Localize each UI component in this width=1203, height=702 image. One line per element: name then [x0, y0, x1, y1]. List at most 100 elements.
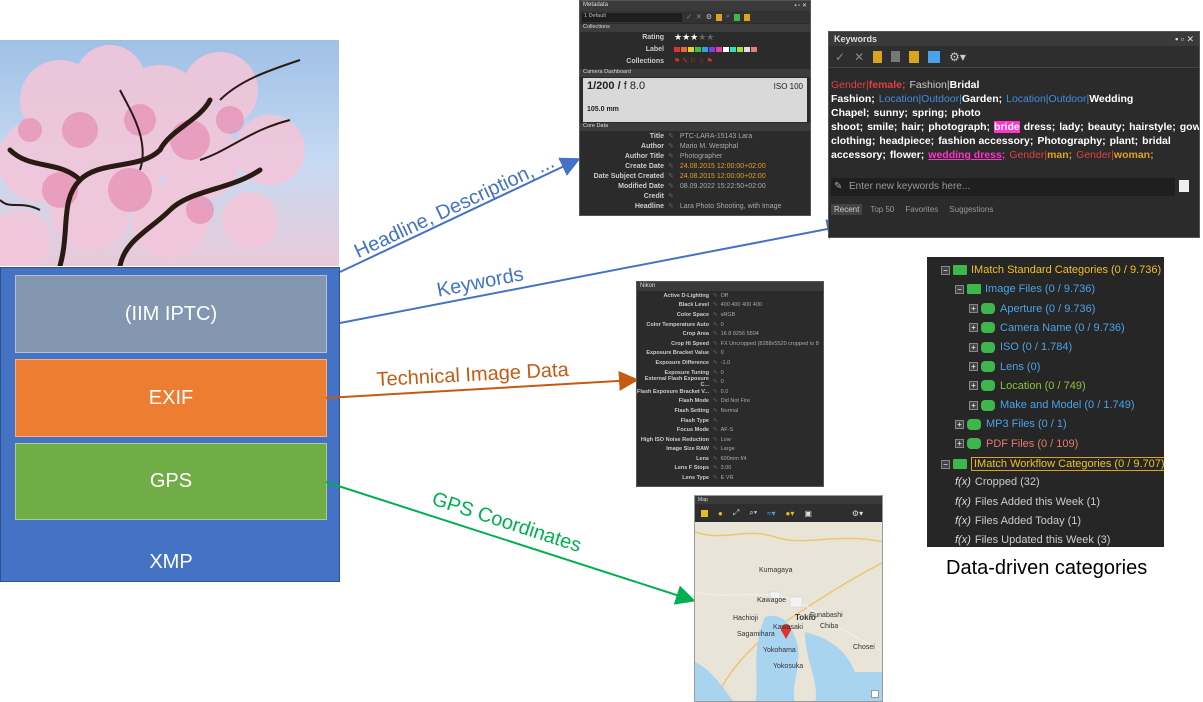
exif-value[interactable]: AF-S [720, 427, 734, 434]
rating-stars-icon[interactable]: ★★★★★ [674, 32, 715, 42]
layout-icon[interactable] [733, 13, 740, 21]
expand-icon[interactable]: + [969, 381, 978, 391]
pencil-icon[interactable]: ✎ [668, 203, 674, 210]
pencil-icon[interactable]: ✎ [713, 311, 718, 318]
keyword-item[interactable]: flower; [889, 149, 925, 161]
pencil-icon[interactable]: ✎ [713, 475, 718, 482]
metadata-value[interactable]: 24.08.2015 12:00:00+02:00 [679, 172, 766, 180]
exif-value[interactable]: 0 [720, 369, 724, 376]
tree-item[interactable]: +Camera Name (0 / 9.736) [969, 322, 1125, 334]
keyword-item[interactable]: Gender| [1009, 149, 1048, 161]
metadata-value[interactable]: Mario M. Westphal [679, 142, 739, 150]
pencil-icon[interactable]: ✎ [713, 436, 718, 443]
keyword-tab[interactable]: Favorites [905, 205, 939, 214]
note-icon[interactable] [743, 13, 750, 21]
keyword-item[interactable]: Gender| [831, 79, 869, 91]
keyword-item[interactable]: Garden; [961, 93, 1003, 105]
pencil-icon[interactable]: ✎ [713, 350, 718, 357]
core-data-header[interactable]: Core Data [580, 123, 810, 131]
exif-value[interactable]: 400 400 400 400 [720, 302, 762, 309]
expand-icon[interactable]: + [969, 342, 978, 352]
dropdown-icon[interactable] [1179, 180, 1189, 192]
keyword-item[interactable]: photo shoot; [831, 107, 981, 133]
marker-icon[interactable]: ●▾ [785, 508, 795, 518]
keyword-item[interactable]: bridal accessory; [831, 135, 1171, 161]
exif-value[interactable]: 3.00 [720, 465, 732, 472]
clipboard-icon[interactable] [873, 50, 883, 63]
exif-value[interactable]: Normal [720, 407, 739, 414]
expand-icon[interactable]: + [955, 419, 964, 429]
exif-value[interactable]: sRGB [720, 311, 736, 318]
keyword-tab[interactable]: Suggestions [949, 205, 994, 214]
tree-item[interactable]: +Location (0 / 749) [969, 380, 1086, 392]
search-icon[interactable]: ⌕ [726, 13, 730, 20]
expand-icon[interactable]: ⤢ [732, 508, 740, 517]
pencil-icon[interactable]: ✎ [668, 153, 674, 160]
pin-icon[interactable]: ● [718, 508, 723, 518]
pencil-icon[interactable]: ✎ [713, 302, 718, 309]
keyword-item[interactable]: Bridal Fashion; [831, 79, 980, 105]
exif-value[interactable]: 600mm f/4 [720, 455, 747, 462]
pencil-icon[interactable]: ✎ [713, 427, 718, 434]
thesaurus-icon[interactable] [909, 50, 920, 63]
tree-item[interactable]: f(x)Files Added Today (1) [955, 515, 1081, 527]
panel-window-controls-icon[interactable]: ▪ ▫ ✕ [1175, 34, 1194, 44]
tree-item[interactable]: +MP3 Files (0 / 1) [955, 418, 1067, 430]
tree-item[interactable]: f(x)Cropped (32) [955, 476, 1040, 488]
keyword-input[interactable]: ✎Enter new keywords here... [831, 178, 1189, 196]
expand-icon[interactable]: + [969, 304, 978, 314]
metadata-value[interactable]: Photographer [679, 152, 723, 160]
keyword-item[interactable]: Fashion| [909, 79, 950, 91]
pencil-icon[interactable]: ✎ [668, 173, 674, 180]
pencil-icon[interactable]: ✎ [668, 143, 674, 150]
gear-icon[interactable]: ⚙ [705, 14, 713, 21]
expand-icon[interactable]: + [955, 439, 964, 449]
expand-icon[interactable]: + [969, 400, 978, 410]
pencil-icon[interactable]: ✎ [713, 369, 718, 376]
keyword-item[interactable]: bridal clothing; [831, 135, 876, 147]
keyword-item[interactable]: fashion accessory; [938, 135, 1034, 147]
pencil-icon[interactable]: ✎ [668, 133, 674, 140]
keyword-item[interactable]: spring; [911, 107, 948, 119]
metadata-value[interactable]: 24.08.2015 12:00:00+02:00 [679, 162, 766, 170]
metadata-value[interactable]: Lara Photo Shooting, with Image [679, 202, 782, 210]
keyword-item[interactable]: beauty; [1087, 121, 1126, 133]
pencil-icon[interactable]: ✎ [713, 446, 718, 453]
pencil-icon[interactable]: ✎ [713, 331, 718, 338]
keyword-item[interactable]: bride [994, 121, 1020, 133]
exif-value[interactable]: Low [720, 436, 731, 443]
pencil-icon[interactable]: ✎ [713, 398, 718, 405]
cancel-icon[interactable]: ✕ [695, 14, 702, 21]
metadata-value[interactable]: PTC-LARA-15143 Lara [679, 132, 753, 140]
copy-icon[interactable] [891, 51, 901, 62]
keyword-item[interactable]: hair; [901, 121, 925, 133]
pencil-icon[interactable]: ✎ [668, 163, 674, 170]
zoom-icon[interactable]: ⌕▾ [749, 508, 758, 517]
keyword-item[interactable]: hairstyle; [1129, 121, 1176, 133]
collections-flags-icon[interactable]: ⚑ ✎ ⚐ ☆ ⚑ [674, 58, 713, 65]
exif-value[interactable]: 16 8 8256 5504 [720, 331, 759, 338]
exif-value[interactable]: FX Uncropped (8288x5520 cropped to 8 [720, 340, 819, 347]
keyword-item[interactable]: gown; [1179, 121, 1200, 133]
clipboard-icon[interactable] [716, 13, 723, 21]
exif-value[interactable]: 0 [720, 350, 724, 357]
camera-dashboard-header[interactable]: Camera Dashboard [580, 69, 810, 77]
keyword-item[interactable]: headpiece; [879, 135, 935, 147]
collapse-icon[interactable]: − [955, 284, 964, 294]
pencil-icon[interactable]: ✎ [713, 407, 718, 414]
keyword-item[interactable]: man; [1047, 149, 1073, 161]
tree-item[interactable]: +Make and Model (0 / 1.749) [969, 399, 1135, 411]
map-corner-icon[interactable] [871, 690, 879, 698]
exif-value[interactable]: -1.0 [720, 359, 731, 366]
keyword-item[interactable]: wedding dress; [928, 149, 1006, 161]
keyword-item[interactable]: smile; [867, 121, 898, 133]
check-icon[interactable]: ✓ [686, 14, 692, 21]
pencil-icon[interactable]: ✎ [713, 388, 718, 395]
tree-item[interactable]: +Aperture (0 / 9.736) [969, 303, 1095, 315]
panel-pin-close-icon[interactable]: ▪ ▫ ✕ [794, 3, 807, 9]
color-label-swatches[interactable] [668, 47, 763, 52]
pencil-icon[interactable]: ✎ [668, 193, 674, 200]
collapse-icon[interactable]: − [941, 459, 950, 469]
exif-value[interactable]: 0.0 [720, 388, 729, 395]
keyword-item[interactable]: Gender| [1076, 149, 1114, 161]
